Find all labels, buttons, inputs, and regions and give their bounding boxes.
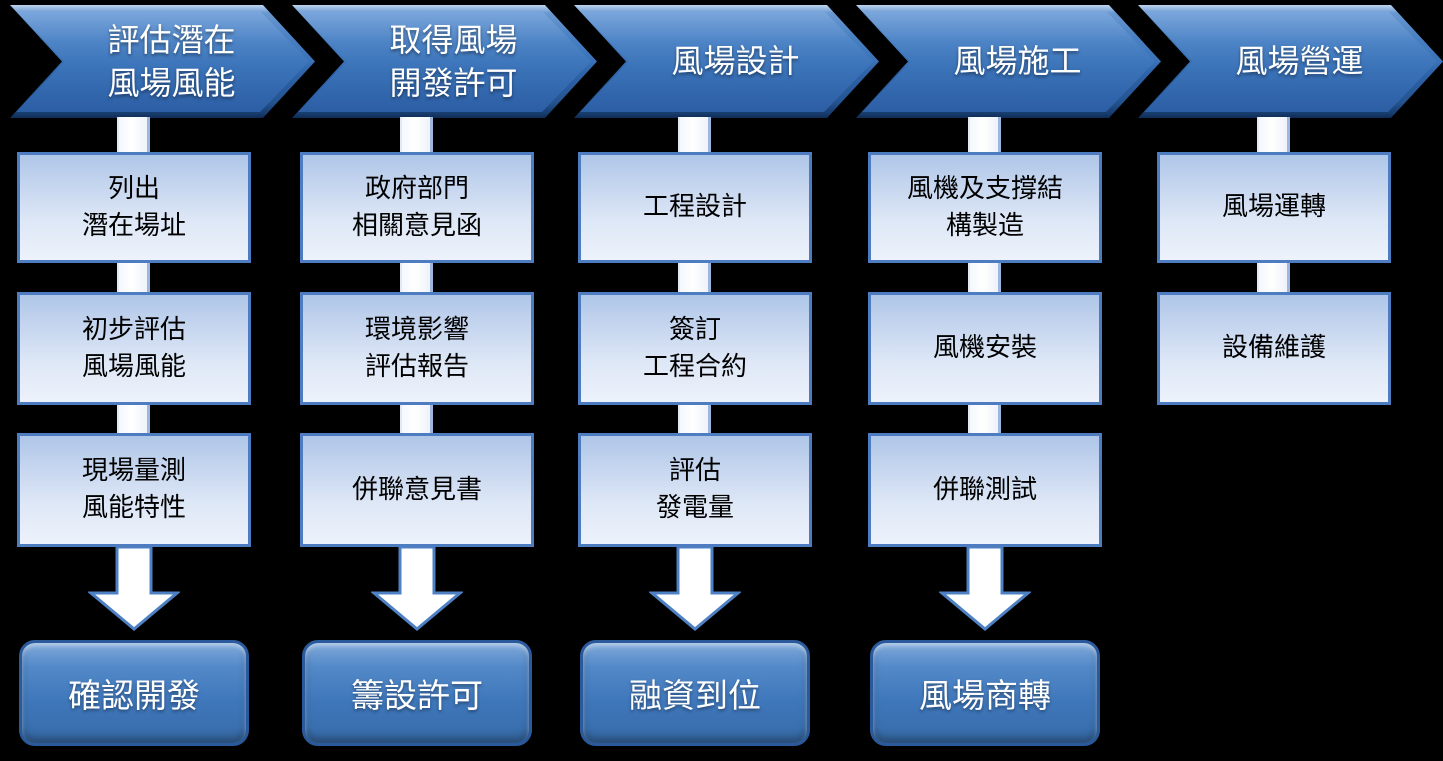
- down-arrow-icon: [371, 547, 463, 631]
- connector-bar: [968, 117, 1001, 153]
- step-label: 併聯測試: [932, 474, 1037, 505]
- milestone-box-4: 風場商轉: [870, 640, 1100, 746]
- connector-bar: [117, 262, 150, 294]
- step-box-4-3: 併聯測試: [868, 433, 1102, 547]
- phase-chevron-2: 取得風場 開發許可: [292, 5, 597, 118]
- phase-title-4: 風場施工: [953, 42, 1082, 80]
- step-label: 初步評估 風場風能: [81, 314, 186, 382]
- connector-bar: [968, 262, 1001, 294]
- down-arrow-icon: [939, 547, 1031, 631]
- milestone-label: 風場商轉: [919, 676, 1051, 715]
- milestone-label: 融資到位: [629, 676, 761, 715]
- connector-bar: [1257, 262, 1290, 294]
- connector-bar: [400, 117, 433, 153]
- step-box-4-1: 風機及支撐結 構製造: [868, 152, 1102, 263]
- milestone-box-3: 融資到位: [580, 640, 810, 746]
- connector-bar: [968, 404, 1001, 435]
- step-box-3-2: 簽訂 工程合約: [578, 292, 812, 405]
- step-box-3-1: 工程設計: [578, 152, 812, 263]
- step-box-2-2: 環境影響 評估報告: [300, 292, 534, 405]
- step-label: 政府部門 相關意見函: [351, 173, 482, 241]
- phase-title-2: 取得風場 開發許可: [389, 20, 518, 102]
- step-box-1-2: 初步評估 風場風能: [17, 292, 251, 405]
- step-label: 設備維護: [1221, 333, 1326, 363]
- phase-title-1: 評估潛在 風場風能: [107, 20, 236, 102]
- step-box-4-2: 風機安裝: [868, 292, 1102, 405]
- connector-bar: [678, 404, 711, 435]
- step-label: 簽訂 工程合約: [642, 314, 747, 382]
- step-box-2-1: 政府部門 相關意見函: [300, 152, 534, 263]
- step-label: 風機安裝: [932, 333, 1037, 363]
- step-label: 風場運轉: [1221, 192, 1326, 222]
- connector-bar: [1257, 117, 1290, 153]
- step-label: 併聯意見書: [351, 474, 482, 505]
- step-label: 現場量測 風能特性: [81, 456, 186, 523]
- phase-chevron-3: 風場設計: [574, 5, 879, 118]
- phase-title-5: 風場營運: [1235, 42, 1364, 80]
- step-box-2-3: 併聯意見書: [300, 433, 534, 547]
- down-arrow-icon: [649, 547, 741, 631]
- connector-bar: [400, 404, 433, 435]
- milestone-box-2: 籌設許可: [302, 640, 532, 746]
- phase-title-3: 風場設計: [671, 42, 800, 80]
- step-label: 評估 發電量: [655, 456, 734, 523]
- milestone-box-1: 確認開發: [19, 640, 249, 746]
- phase-chevron-5: 風場營運: [1138, 5, 1443, 118]
- phase-chevron-1: 評估潛在 風場風能: [10, 5, 315, 118]
- step-box-1-1: 列出 潛在場址: [17, 152, 251, 263]
- step-box-5-2: 設備維護: [1157, 292, 1391, 405]
- phase-chevron-4: 風場施工: [856, 5, 1161, 118]
- milestone-label: 籌設許可: [351, 676, 483, 715]
- step-box-1-3: 現場量測 風能特性: [17, 433, 251, 547]
- connector-bar: [117, 404, 150, 435]
- step-label: 環境影響 評估報告: [364, 314, 469, 382]
- down-arrow-icon: [88, 547, 180, 631]
- step-box-5-1: 風場運轉: [1157, 152, 1391, 263]
- step-label: 工程設計: [642, 192, 747, 222]
- connector-bar: [400, 262, 433, 294]
- connector-bar: [117, 117, 150, 153]
- milestone-label: 確認開發: [68, 676, 200, 715]
- step-box-3-3: 評估 發電量: [578, 433, 812, 547]
- connector-bar: [678, 262, 711, 294]
- connector-bar: [678, 117, 711, 153]
- step-label: 列出 潛在場址: [81, 173, 186, 241]
- step-label: 風機及支撐結 構製造: [906, 173, 1063, 241]
